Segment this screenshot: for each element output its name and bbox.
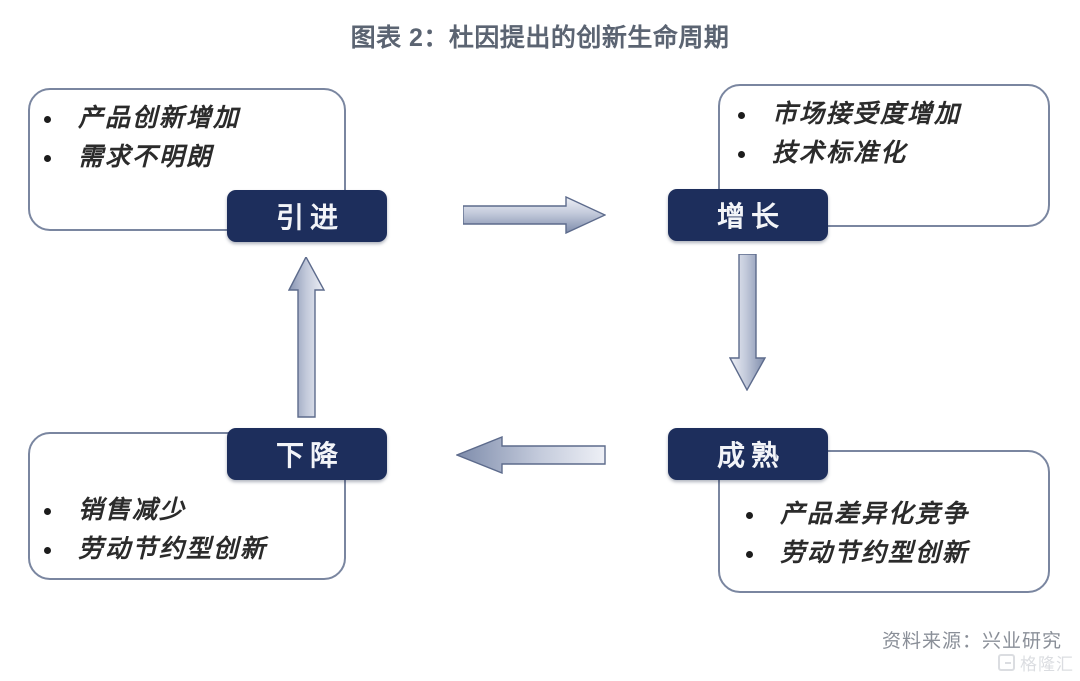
arrow-left-icon [456,436,606,474]
stage-label-maturity[interactable]: 成熟 [668,428,828,480]
arrow-down-icon [729,254,767,391]
watermark-logo-icon [998,654,1015,671]
list-item: 需求不明朗 [34,139,344,178]
list-item: 劳动节约型创新 [34,531,346,570]
arrow-up-icon [288,257,326,418]
stage-label-decline[interactable]: 下降 [227,428,387,480]
list-item: 销售减少 [34,492,346,531]
bullet-list-decline: 销售减少 劳动节约型创新 [34,492,346,570]
watermark-text: 格隆汇 [1020,655,1074,674]
bullet-list-maturity: 产品差异化竞争 劳动节约型创新 [736,496,1056,574]
arrow-right-icon [463,196,606,234]
list-item: 劳动节约型创新 [736,535,1056,574]
source-note: 资料来源：兴业研究 [881,631,1062,652]
bullet-list-growth: 市场接受度增加 技术标准化 [728,96,1050,174]
list-item: 市场接受度增加 [728,96,1050,135]
page-title: 图表 2：杜因提出的创新生命周期 [350,24,730,52]
bullet-list-introduction: 产品创新增加 需求不明朗 [34,100,344,178]
list-item: 产品差异化竞争 [736,496,1056,535]
list-item: 产品创新增加 [34,100,344,139]
list-item: 技术标准化 [728,135,1050,174]
phase-box-introduction [28,88,346,231]
watermark: 格隆汇 [998,650,1074,675]
stage-label-introduction[interactable]: 引进 [227,190,387,242]
stage-label-growth[interactable]: 增长 [668,189,828,241]
